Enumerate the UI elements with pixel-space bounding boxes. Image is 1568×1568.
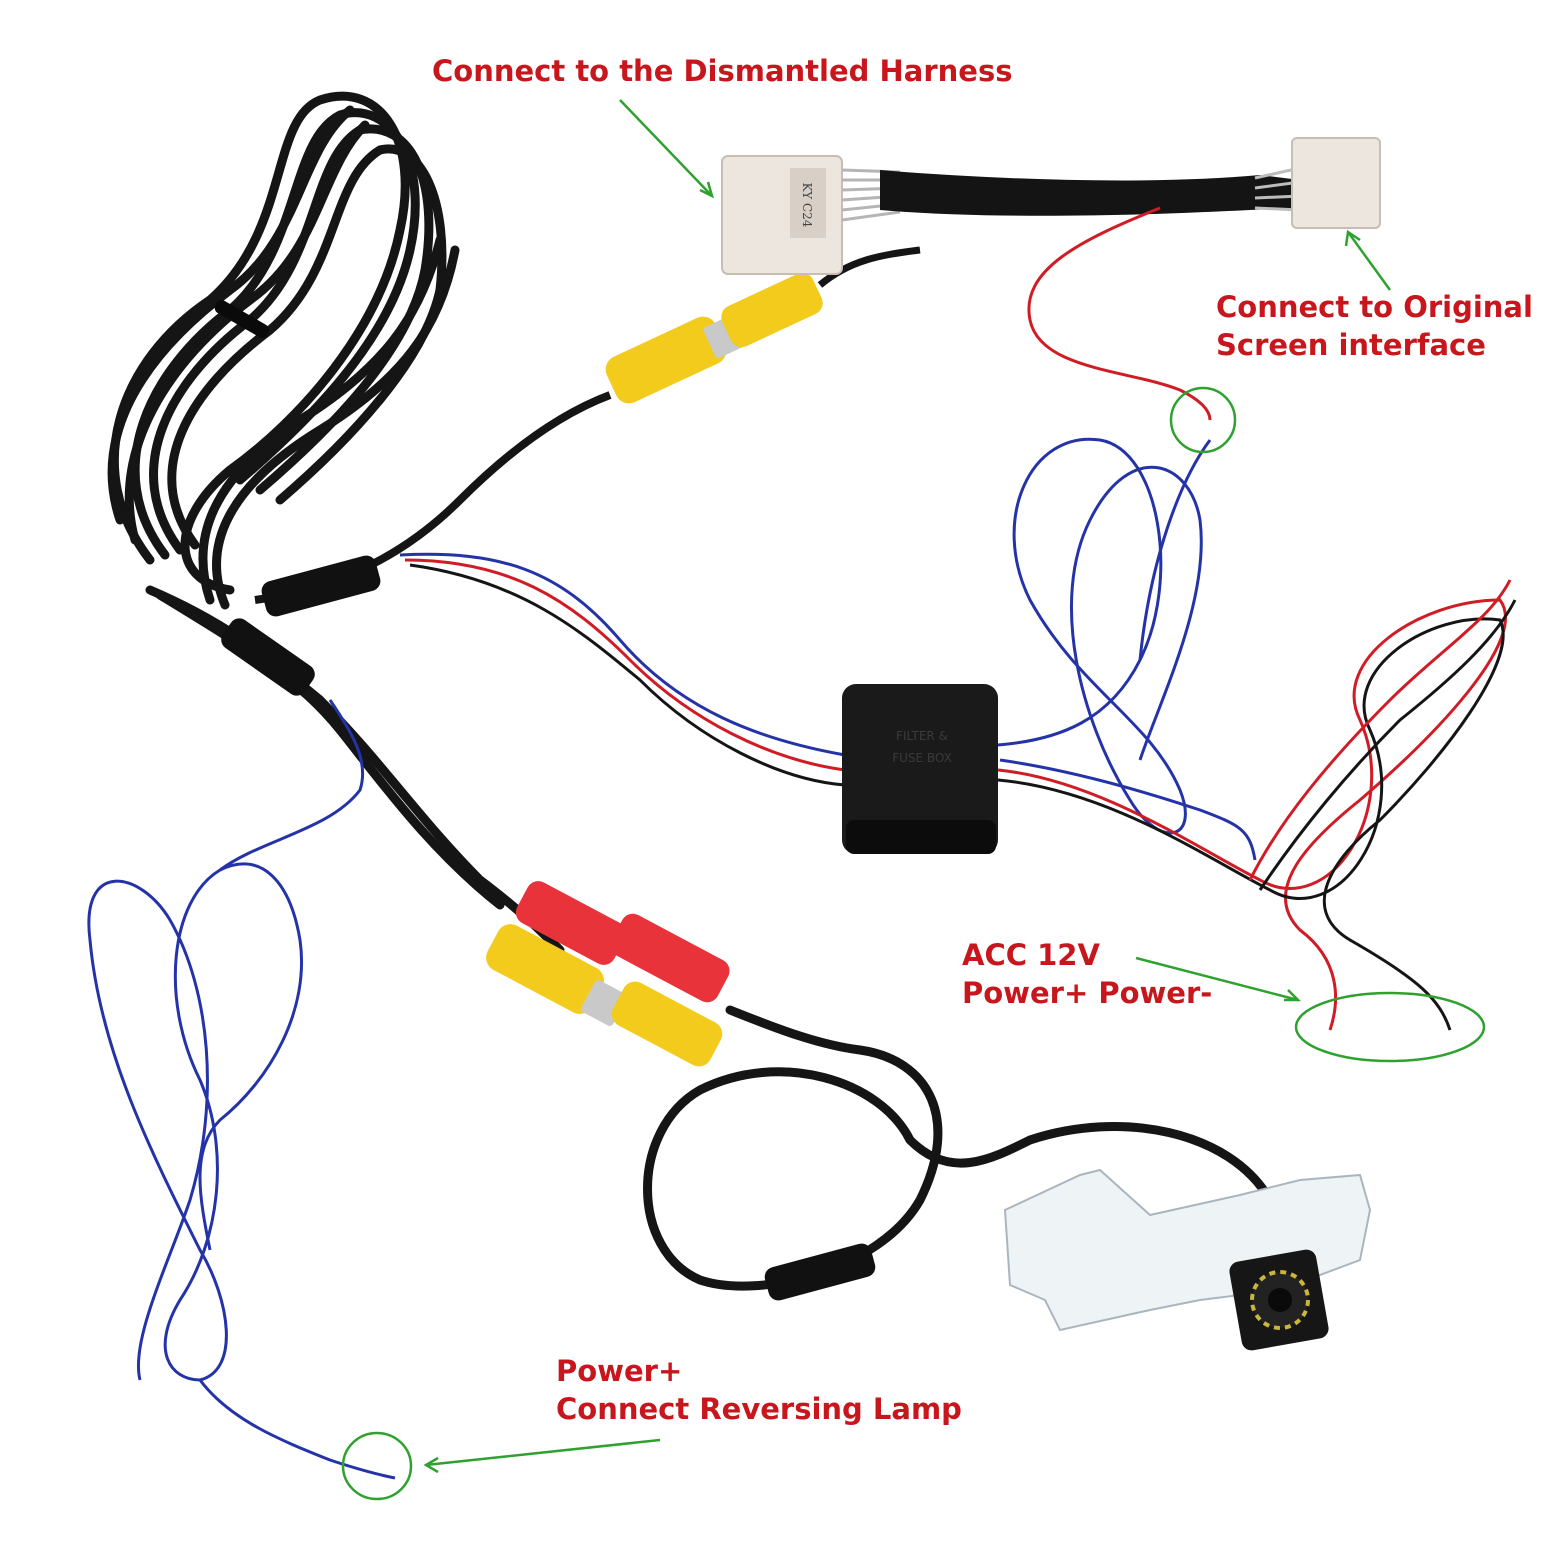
label-acc-line-2: Power+ Power-	[962, 976, 1213, 1010]
red-wire-from-harness	[1027, 206, 1212, 421]
label-lamp-line-2: Connect Reversing Lamp	[556, 1392, 962, 1426]
harness-plug-label: KY C24	[800, 183, 814, 228]
signal-wires	[399, 552, 846, 787]
video-cable-to-harness	[817, 246, 921, 288]
splitter-connector	[261, 555, 381, 617]
power-wire-coil	[997, 579, 1517, 1031]
inline-connector-bottom	[764, 1243, 876, 1301]
label-lamp-line-1: Power+	[556, 1354, 683, 1388]
label-reversing-lamp: Power+ Connect Reversing Lamp	[556, 1352, 962, 1428]
filter-box-label-2: FUSE BOX	[892, 751, 952, 765]
label-acc-line-1: ACC 12V	[962, 938, 1100, 972]
harness-sleeve	[880, 170, 1300, 216]
coiled-black-cable	[107, 91, 460, 610]
reverse-camera	[1003, 1168, 1372, 1351]
rca-connector-yellow	[486, 924, 723, 1067]
label-harness-text: Connect to the Dismantled Harness	[432, 54, 1013, 88]
callout-markers	[341, 99, 1486, 1501]
label-dismantled-harness: Connect to the Dismantled Harness	[432, 52, 1012, 90]
label-acc-power: ACC 12V Power+ Power-	[962, 936, 1212, 1012]
label-screen-line-2: Screen interface	[1216, 328, 1486, 362]
label-screen-line-1: Connect to Original	[1216, 290, 1533, 324]
rca-connector-red	[515, 881, 730, 1003]
filter-box-label-1: FILTER &	[896, 729, 948, 743]
filter-fuse-box: FILTER & FUSE BOX	[842, 684, 998, 854]
plug-label-tag	[790, 168, 826, 238]
blue-wire-coil-left	[87, 699, 396, 1480]
cable-tie	[214, 300, 270, 338]
label-original-screen: Connect to Original Screen interface	[1216, 288, 1533, 364]
harness-plug-small	[1291, 137, 1381, 229]
inline-connector-left	[221, 618, 315, 696]
blue-wire-coil-right	[997, 437, 1257, 861]
rca-connector-top	[605, 272, 823, 404]
